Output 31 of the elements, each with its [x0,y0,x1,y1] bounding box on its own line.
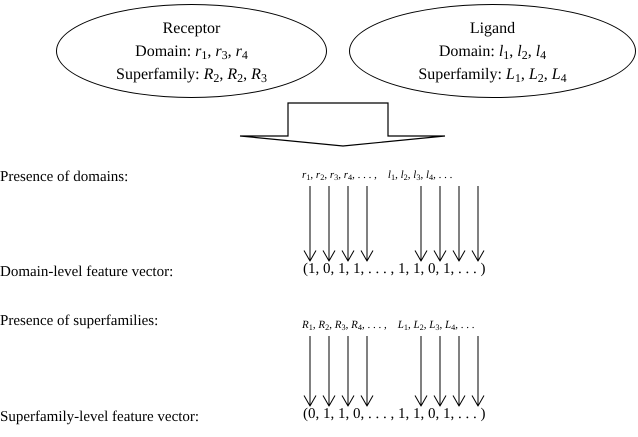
arrow [434,336,446,406]
arrow [452,186,466,262]
row-label: Presence of superfamilies: [0,312,158,331]
node-title: Ligand [470,18,516,38]
block-arrow [239,102,446,147]
arrow [342,336,354,406]
arrow [342,186,354,262]
arrow [472,186,484,262]
symbol-sequence: r$_{1}$, r$_{2}$, r$_{3}$, r$_{4}$, . . . , l$_{1}$, l$_{2}$, l$_{3}$, l$_{4}$, . . . [302,170,452,181]
feature-vector: (0, 1, 1, 0, . . . , 1, 1, 0, 1, . . . ) [303,407,486,422]
node-text: Superfamily: L$_{1}$, L$_{2}$, L$_{4}$ [418,64,567,86]
row-label: Domain-level feature vector: [0,263,174,282]
arrow [360,336,374,406]
arrow [472,336,484,406]
node-text: Superfamily: R$_{2}$, R$_{2}$, R$_{3}$ [116,64,267,86]
arrow [322,336,336,406]
symbol-sequence: R$_{1}$, R$_{2}$, R$_{3}$, R$_{4}$, . . . , L$_{1}$, L$_{2}$, L$_{3}$, L$_{4}$, . . . [302,320,474,331]
arrow [452,336,466,406]
arrow [304,336,316,406]
arrow [304,186,316,262]
arrow [434,186,446,262]
feature-vector: (1, 0, 1, 1, . . . , 1, 1, 0, 1, . . . ) [303,262,486,277]
row-label: Superfamily-level feature vector: [0,408,200,427]
arrow [322,186,336,262]
arrow [414,336,428,406]
node-title: Receptor [162,18,220,38]
arrow [414,186,428,262]
row-label: Presence of domains: [0,168,128,187]
arrow [360,186,374,262]
node-text: Domain: l$_{1}$, l$_{2}$, l$_{4}$ [438,42,546,62]
node-text: Domain: r$_{1}$, r$_{3}$, r$_{4}$ [135,42,248,62]
